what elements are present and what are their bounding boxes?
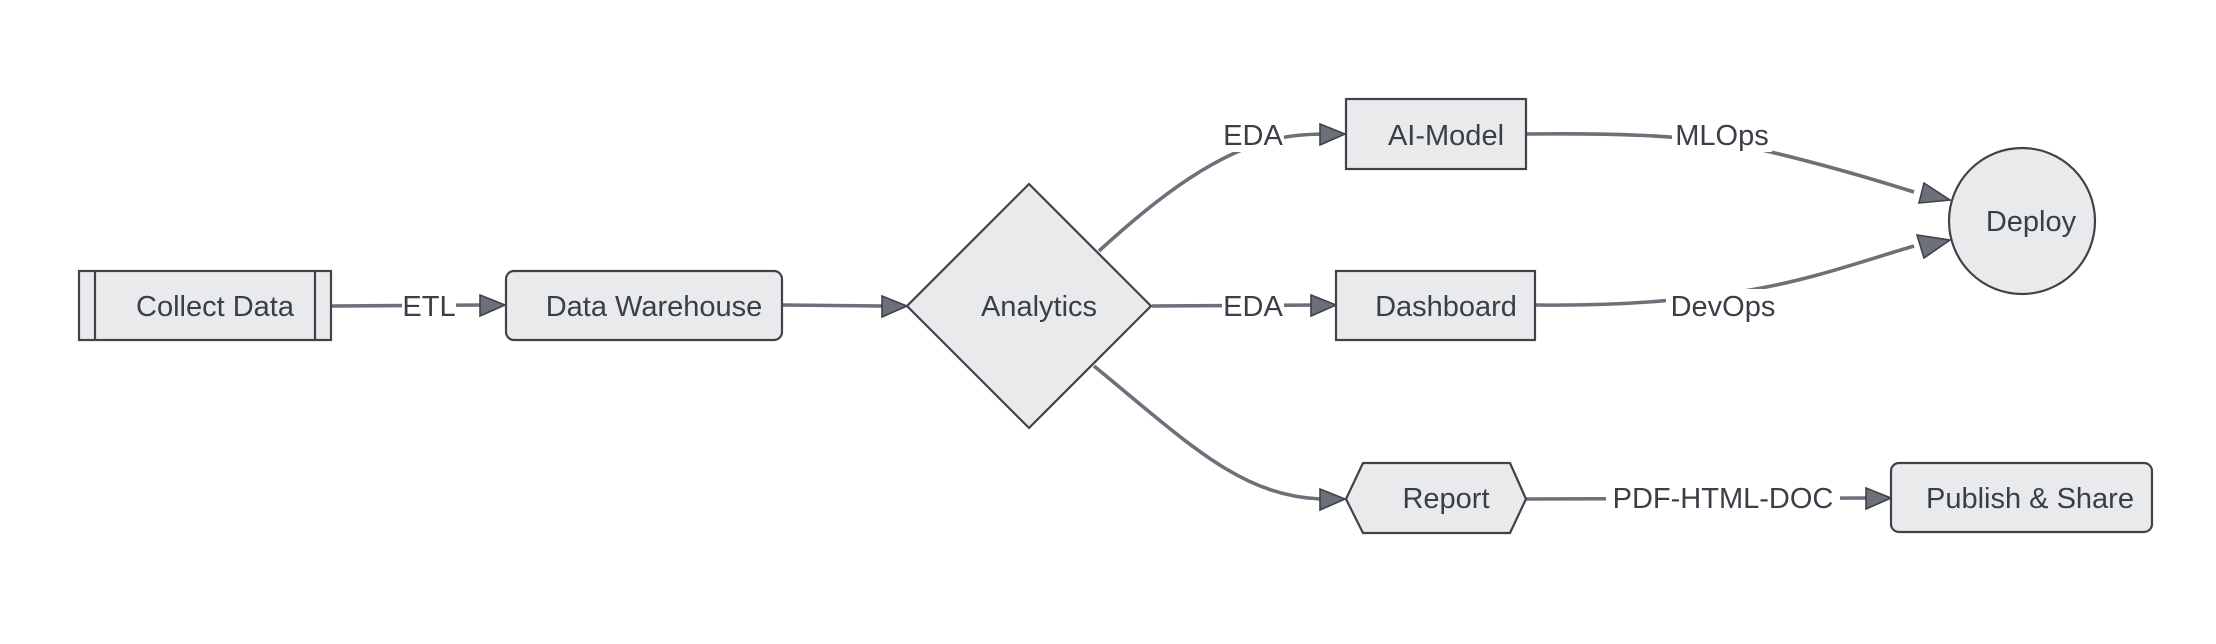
node-publish-share[interactable]: Publish & Share	[1889, 461, 2154, 534]
arrowhead-report	[1319, 487, 1348, 512]
arrowhead-deploy-bottom	[1915, 234, 1953, 260]
node-label-publish-share: Publish & Share	[1926, 483, 2134, 515]
arrowhead-analytics	[881, 294, 910, 319]
edge-label-eda-mid: EDA	[1223, 291, 1283, 323]
arrowhead-dashboard	[1310, 293, 1339, 318]
edge-warehouse-to-analytics	[782, 303, 883, 308]
edge-label-eda-top: EDA	[1223, 120, 1283, 152]
node-ai-model[interactable]: AI-Model	[1344, 97, 1528, 171]
node-label-ai-model: AI-Model	[1388, 120, 1504, 152]
node-label-data-warehouse: Data Warehouse	[546, 291, 763, 323]
node-label-collect-data: Collect Data	[136, 291, 295, 323]
node-label-deploy: Deploy	[1986, 206, 2077, 238]
edge-label-pdf-html-doc: PDF-HTML-DOC	[1613, 483, 1834, 515]
node-collect-data[interactable]: Collect Data	[77, 269, 333, 342]
node-deploy[interactable]: Deploy	[1947, 146, 2097, 296]
node-dashboard[interactable]: Dashboard	[1334, 269, 1537, 342]
node-data-warehouse[interactable]: Data Warehouse	[504, 269, 784, 342]
arrowheads	[479, 122, 1953, 512]
node-label-analytics: Analytics	[981, 291, 1097, 323]
edge-analytics-to-aimodel	[1097, 132, 1329, 253]
edge-label-etl: ETL	[402, 291, 455, 323]
nodes: Collect Data Data Warehouse Analytics AI…	[77, 97, 2154, 535]
arrowhead-warehouse	[479, 293, 508, 318]
edge-labels: ETL EDA EDA MLOps DevOps PDF-HTML-DOC	[402, 118, 1840, 515]
arrowhead-deploy-top	[1917, 181, 1953, 204]
edge-label-devops: DevOps	[1671, 291, 1776, 323]
node-analytics[interactable]: Analytics	[905, 182, 1153, 430]
edge-label-mlops: MLOps	[1675, 120, 1768, 152]
arrowhead-publish	[1865, 486, 1894, 511]
node-report[interactable]: Report	[1344, 461, 1528, 535]
edge-analytics-to-report	[1092, 364, 1321, 501]
node-label-report: Report	[1402, 483, 1489, 515]
node-label-dashboard: Dashboard	[1375, 291, 1517, 323]
arrowhead-aimodel	[1319, 122, 1348, 147]
